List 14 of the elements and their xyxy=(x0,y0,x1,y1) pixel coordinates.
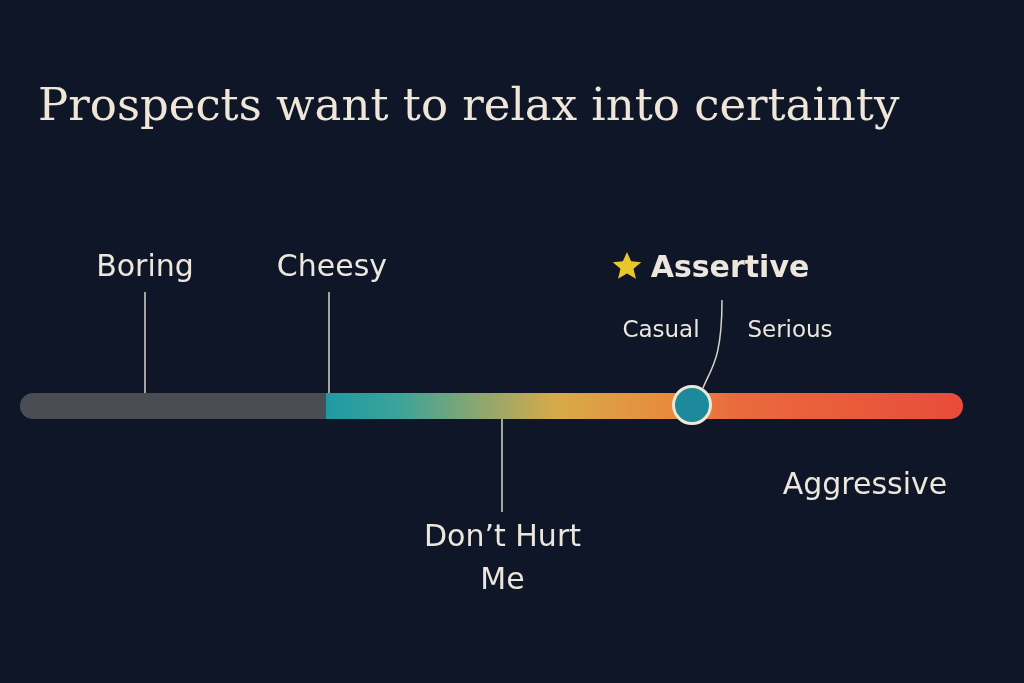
scale-label: Aggressive xyxy=(781,466,949,501)
scale-label: Serious xyxy=(746,316,834,342)
leader-line xyxy=(144,291,146,394)
scale-label: Don’t Hurt Me xyxy=(390,512,615,602)
position-marker xyxy=(672,385,712,425)
scale-label: Cheesy xyxy=(257,244,407,288)
title: Prospects want to relax into certainty xyxy=(38,78,900,131)
scale-bar xyxy=(20,393,963,419)
scale-label: Casual xyxy=(621,316,701,342)
leader-line xyxy=(501,418,503,513)
leader-line xyxy=(328,291,330,394)
leader-line xyxy=(702,299,723,389)
scale-label: Boring xyxy=(75,244,215,288)
scale-label: Assertive xyxy=(650,248,810,284)
